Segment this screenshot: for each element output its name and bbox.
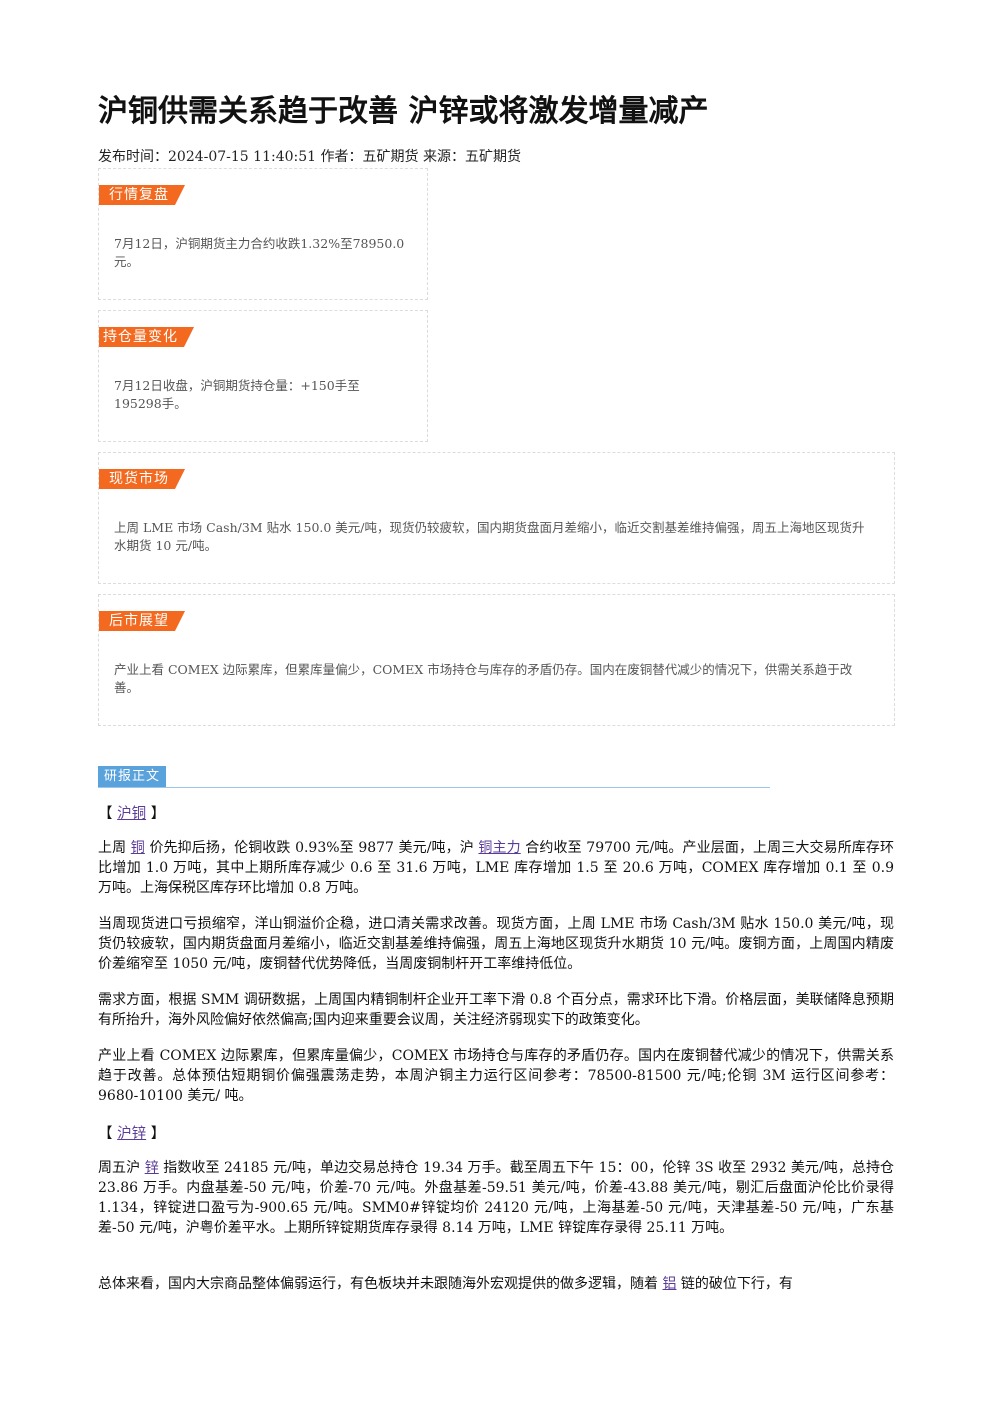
- summary-box-spot-market: 现货市场 上周 LME 市场 Cash/3M 贴水 150.0 美元/吨，现货仍…: [98, 452, 895, 584]
- copper-paragraph-4: 产业上看 COMEX 边际累库，但累库量偏少，COMEX 市场持仓与库存的矛盾仍…: [98, 1048, 894, 1104]
- zinc-heading: 【 沪锌 】: [98, 1126, 166, 1142]
- summary-tag: 现货市场: [99, 469, 185, 489]
- copper-link[interactable]: 铜: [130, 840, 145, 856]
- summary-text: 7月12日收盘，沪铜期货持仓量：+150手至195298手。: [114, 378, 360, 411]
- zinc-heading-link[interactable]: 沪锌: [117, 1126, 147, 1142]
- summary-box-outlook: 后市展望 产业上看 COMEX 边际累库，但累库量偏少，COMEX 市场持仓与库…: [98, 594, 895, 726]
- aluminium-link[interactable]: 铝: [662, 1276, 677, 1292]
- zinc-paragraph-2: 总体来看，国内大宗商品整体偏弱运行，有色板块并未跟随海外宏观提供的做多逻辑，随着…: [98, 1276, 793, 1292]
- summary-text: 7月12日，沪铜期货主力合约收跌1.32%至78950.0元。: [114, 236, 405, 269]
- copper-main-contract-link[interactable]: 铜主力: [478, 840, 521, 856]
- report-section-label: 研报正文: [98, 766, 167, 787]
- zinc-link[interactable]: 锌: [144, 1160, 159, 1176]
- summary-box-open-interest: 持仓量变化 7月12日收盘，沪铜期货持仓量：+150手至195298手。: [98, 310, 428, 442]
- copper-paragraph-2: 当周现货进口亏损缩窄，洋山铜溢价企稳，进口清关需求改善。现货方面，上周 LME …: [98, 916, 894, 972]
- summary-tag: 行情复盘: [99, 185, 185, 205]
- copper-heading-link[interactable]: 沪铜: [117, 806, 147, 822]
- summary-box-market-review: 行情复盘 7月12日，沪铜期货主力合约收跌1.32%至78950.0元。: [98, 168, 428, 300]
- article-title: 沪铜供需关系趋于改善 沪锌或将激发增量减产: [98, 94, 709, 129]
- summary-text: 上周 LME 市场 Cash/3M 贴水 150.0 美元/吨，现货仍较疲软，国…: [114, 520, 865, 553]
- copper-paragraph-3: 需求方面，根据 SMM 调研数据，上周国内精铜制杆企业开工率下滑 0.8 个百分…: [98, 992, 894, 1028]
- summary-tag: 持仓量变化: [99, 327, 194, 347]
- summary-tag: 后市展望: [99, 611, 185, 631]
- article-meta: 发布时间：2024-07-15 11:40:51 作者：五矿期货 来源：五矿期货: [98, 149, 521, 165]
- zinc-paragraph-1: 周五沪 锌 指数收至 24185 元/吨，单边交易总持仓 19.34 万手。截至…: [98, 1160, 895, 1236]
- copper-heading: 【 沪铜 】: [98, 806, 166, 822]
- copper-paragraph-1: 上周 铜 价先抑后扬，伦铜收跌 0.93%至 9877 美元/吨，沪 铜主力 合…: [98, 840, 895, 896]
- report-section-header: 研报正文: [98, 766, 770, 788]
- summary-text: 产业上看 COMEX 边际累库，但累库量偏少，COMEX 市场持仓与库存的矛盾仍…: [114, 662, 853, 695]
